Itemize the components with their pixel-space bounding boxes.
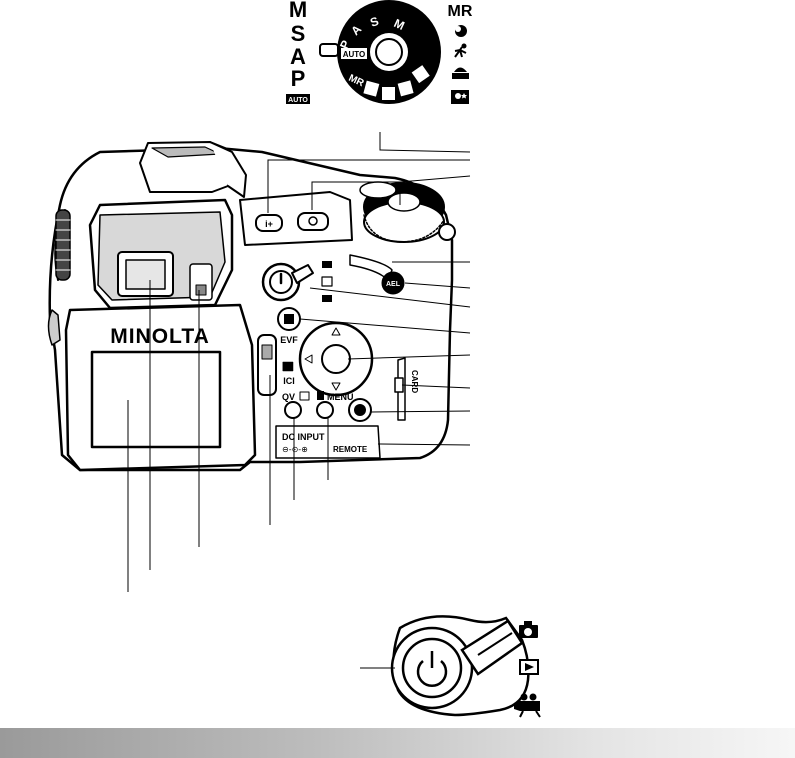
- controller-center-button[interactable]: [321, 344, 351, 374]
- leader-info-button: [267, 159, 470, 213]
- scene-column: MR: [448, 3, 473, 104]
- mode-auto-badge: [286, 94, 310, 104]
- power-symbol-detail-arc: [416, 660, 448, 687]
- mode-m-label: M: [289, 0, 307, 22]
- leader-mode-dial: [399, 175, 471, 183]
- mode-dial: S M A P AUTO MR: [319, 0, 441, 104]
- dial-portrait-icon: [363, 80, 380, 97]
- controller-left-arrow: [304, 354, 313, 364]
- night-portrait-icon: [451, 90, 469, 104]
- leader-magnify-button: [311, 181, 401, 210]
- leader-controller: [347, 354, 471, 360]
- controller-up-arrow: [331, 327, 341, 336]
- sunset-icon: [452, 67, 469, 79]
- mode-letter-column: M S A P AUTO: [286, 0, 310, 104]
- qv-label: QV: [282, 392, 295, 402]
- auto-display-icon: [282, 361, 294, 372]
- qv-button[interactable]: [284, 401, 302, 419]
- power-symbol: [269, 270, 293, 294]
- magnify-icon: [308, 216, 318, 226]
- portrait-icon: [455, 25, 467, 37]
- body-playback-icon: [321, 276, 333, 287]
- controller-down-arrow: [331, 382, 341, 391]
- leader-remote: [377, 443, 471, 446]
- rear-dial-top: [359, 181, 397, 199]
- leader-lines: [127, 132, 471, 592]
- menu-button[interactable]: [316, 401, 334, 419]
- body-camera-icon: [322, 261, 332, 268]
- leader-mode-dial-upper: [379, 132, 471, 153]
- info-button[interactable]: [255, 214, 283, 232]
- leader-ael: [404, 282, 471, 289]
- ael-button[interactable]: [381, 271, 405, 295]
- dc-input-label: DC INPUT: [282, 432, 325, 442]
- dial-index-mark: [319, 43, 339, 57]
- display-mode-switch[interactable]: [257, 334, 277, 396]
- footer-gradient-bar: [0, 728, 795, 758]
- detail-playback-icon: [519, 659, 539, 675]
- info-button-icon: i+: [265, 219, 273, 229]
- camera-mode-dial-center: [387, 192, 421, 212]
- body-movie-icon: [322, 295, 332, 302]
- mode-p-label: P: [291, 66, 306, 91]
- magnify-button[interactable]: [297, 212, 329, 231]
- remote-label: REMOTE: [333, 445, 368, 454]
- card-door-latch[interactable]: [394, 377, 404, 393]
- detail-movie-icon: [514, 693, 541, 718]
- sports-icon: [454, 43, 467, 58]
- mode-s-label: S: [291, 21, 306, 46]
- eyepiece-window: [125, 259, 166, 290]
- detail-camera-icon: [519, 621, 538, 638]
- brand-logo: MINOLTA: [110, 325, 210, 348]
- display-mode-switch-knob[interactable]: [261, 344, 273, 360]
- lcd-screen: [90, 350, 222, 449]
- power-switch-detail-lever[interactable]: [460, 619, 524, 676]
- lever-grip-line: [477, 632, 513, 656]
- qv-playback-icon: [299, 391, 310, 401]
- dial-knurl: [363, 214, 445, 243]
- ael-button-label: AEL: [386, 281, 401, 288]
- flash-side: [209, 141, 247, 198]
- exposure-comp-icon: [284, 314, 294, 324]
- scene-mr-label: MR: [448, 3, 473, 20]
- mode-auto-label: AUTO: [288, 97, 308, 104]
- dial-auto-label: AUTO: [343, 50, 366, 59]
- dial-auto-badge: [341, 48, 367, 59]
- camera-back-illustration: MINOLTA EVF ICI i+ AEL: [47, 141, 456, 472]
- power-switch-lever[interactable]: [291, 264, 314, 284]
- card-label: CARD: [410, 370, 419, 393]
- monitor-switch-label: ICI: [283, 376, 295, 386]
- mode-a-label: A: [290, 44, 306, 69]
- evf-switch-label: EVF: [280, 335, 298, 345]
- leader-power-switch: [309, 287, 471, 308]
- eye-sensor-window: [195, 284, 207, 296]
- dc-polarity-icon: ⊖-⊙-⊕: [282, 445, 308, 454]
- power-switch-detail: [360, 615, 541, 718]
- dial-sunset-icon: [397, 80, 414, 97]
- leader-anti-shake: [370, 410, 471, 413]
- menu-label: MENU: [327, 392, 354, 402]
- leader-exposure-comp: [299, 318, 471, 334]
- dial-night-portrait-icon: [411, 65, 430, 84]
- dial-sports-icon: [382, 87, 395, 100]
- anti-shake-icon: [354, 404, 366, 416]
- front-dial: [55, 209, 71, 281]
- strap-lug-right: [438, 223, 456, 241]
- leader-card-door: [401, 384, 471, 389]
- dial-center-ring: [375, 38, 403, 66]
- strap-lug-left: [47, 309, 61, 346]
- delete-icon: [317, 391, 324, 400]
